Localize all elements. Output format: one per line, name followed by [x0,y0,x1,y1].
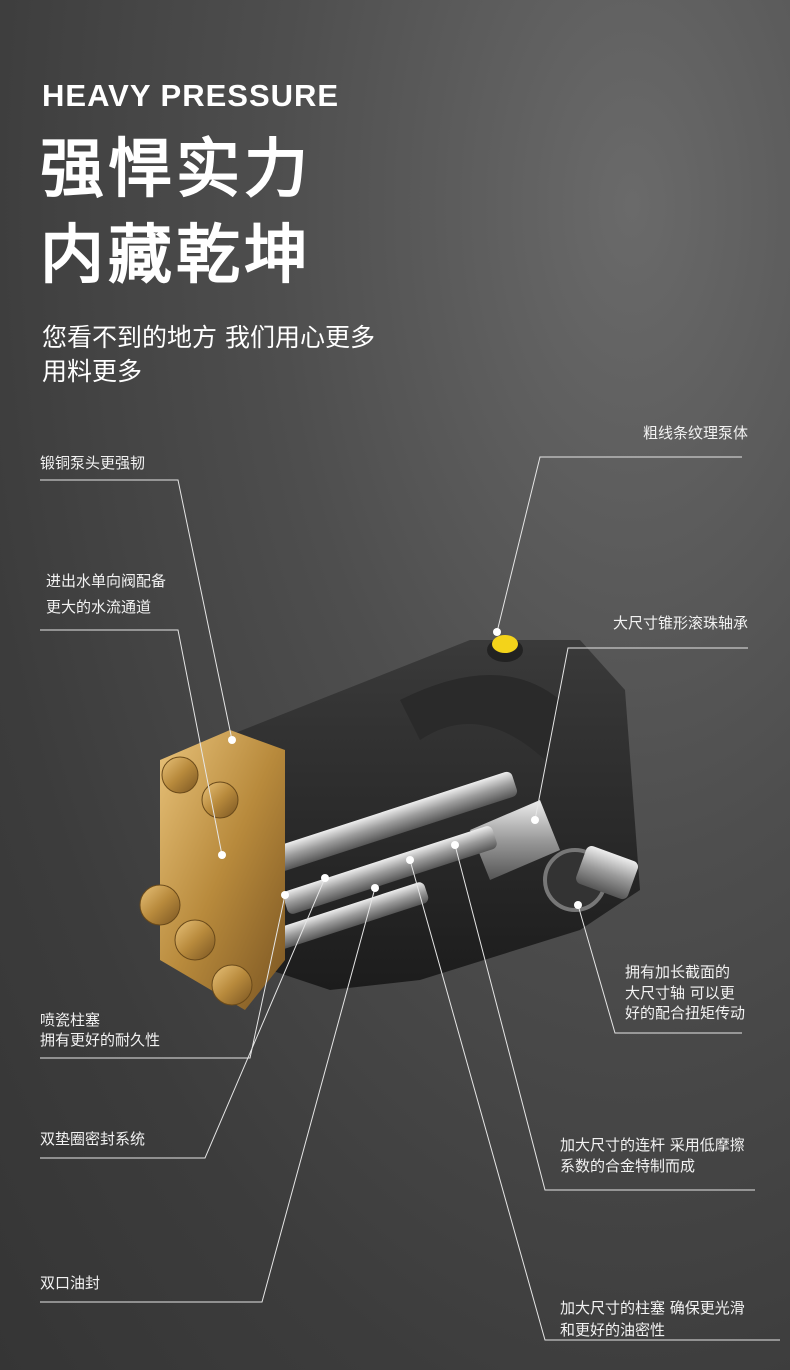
label-shaft-3: 好的配合扭矩传动 [625,1004,746,1022]
label-check-valve-2: 更大的水流通道 [46,598,152,616]
label-rod-1: 加大尺寸的连杆 采用低摩擦 [560,1136,745,1154]
title-line-1: 强悍实力 [40,133,312,207]
label-plunger-1: 加大尺寸的柱塞 确保更光滑 [560,1299,745,1317]
label-gasket: 双垫圈密封系统 [40,1130,146,1148]
label-forged-head: 锻铜泵头更强韧 [40,454,146,472]
callout-dots [218,628,582,909]
label-ceramic-2: 拥有更好的耐久性 [40,1031,161,1049]
callout-lines [40,456,780,1341]
label-bearing: 大尺寸锥形滚珠轴承 [612,614,748,632]
label-shaft-2: 大尺寸轴 可以更 [625,984,735,1002]
brass-pump-head [139,730,285,1010]
label-oil-seal: 双口油封 [40,1274,101,1292]
label-rod-2: 系数的合金特制而成 [560,1157,696,1175]
subtitle-line-2: 用料更多 [42,357,143,386]
english-title: HEAVY PRESSURE [42,78,340,113]
title-line-2: 内藏乾坤 [40,219,312,293]
label-plunger-2: 和更好的油密性 [560,1321,666,1339]
label-shaft-1: 拥有加长截面的 [625,963,731,981]
subtitle-line-1: 您看不到的地方 我们用心更多 [42,323,375,352]
label-ceramic-1: 喷瓷柱塞 [40,1011,101,1029]
oil-cap-icon [492,635,518,653]
label-check-valve-1: 进出水单向阀配备 [46,572,167,590]
label-pump-body: 粗线条纹理泵体 [642,424,748,442]
pump-body [230,635,640,990]
